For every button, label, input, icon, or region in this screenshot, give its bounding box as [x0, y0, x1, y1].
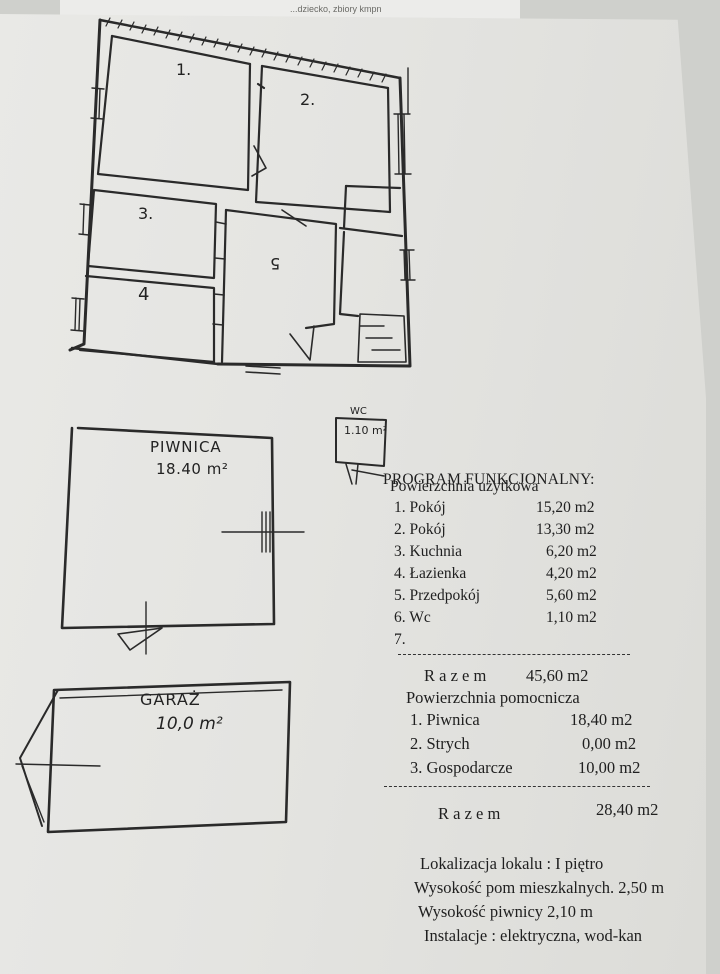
wc-area: 1.10 m²: [344, 424, 388, 437]
program-title: PROGRAM FUNKCJONALNY:: [383, 471, 595, 488]
aux-item-value: 0,00 m2: [582, 734, 637, 753]
usable-item-label: 4. Łazienka: [394, 565, 467, 582]
usable-item-label: 5. Przedpokój: [394, 587, 481, 604]
room-1-label: 1.: [176, 60, 192, 79]
aux-item-label: 1. Piwnica: [410, 710, 480, 729]
floor-plan-drawing: [15, 17, 416, 834]
usable-item-label: 7.: [394, 631, 406, 648]
aux-heading: Powierzchnia pomocnicza: [406, 688, 580, 707]
basement-area: 18.40 m²: [156, 460, 229, 478]
room-2-label: 2.: [300, 90, 316, 109]
height-living-line: Wysokość pom mieszkalnych. 2,50 m: [414, 878, 665, 897]
usable-heading: Powierzchnia użytkowa: [390, 478, 539, 495]
aux-item-label: 3. Gospodarcze: [410, 758, 513, 777]
room-3-label: 3.: [138, 204, 154, 223]
usable-item-label: 2. Pokój: [394, 521, 446, 538]
location-line: Lokalizacja lokalu : I piętro: [420, 854, 604, 873]
usable-item-label: 6. Wc: [394, 609, 431, 626]
usable-item-value: 1,10 m2: [546, 609, 597, 626]
installations-line: Instalacje : elektryczna, wod-kan: [424, 926, 643, 945]
basement-name: PIWNICA: [150, 438, 222, 456]
usable-item-label: 3. Kuchnia: [394, 543, 463, 560]
document-page: 1. 2. 3. 4 5 PIWNICA 18.40 m² WC 1.10 m²…: [0, 14, 706, 974]
garage-name: GARAŻ: [140, 690, 201, 709]
usable-item-value: 4,20 m2: [546, 565, 597, 582]
usable-total-label: R a z e m: [424, 666, 487, 685]
garage-area: 10,0 m²: [156, 714, 223, 734]
room-4-label: 4: [138, 284, 150, 305]
height-basement-line: Wysokość piwnicy 2,10 m: [418, 902, 593, 921]
usable-item-value: 13,30 m2: [536, 521, 595, 538]
aux-item-value: 10,00 m2: [578, 758, 641, 777]
separator-1: [398, 654, 630, 655]
usable-item-value: 15,20 m2: [536, 499, 595, 516]
usable-item-label: 1. Pokój: [394, 499, 446, 516]
room-5-label: 5: [270, 254, 281, 273]
usable-total-value: 45,60 m2: [526, 666, 589, 685]
wc-name: WC: [350, 406, 367, 417]
back-sheet-text: ...dziecko, zbiory kmpn: [290, 4, 382, 14]
usable-item-value: 5,60 m2: [546, 587, 597, 604]
separator-2: [384, 786, 650, 787]
aux-item-value: 18,40 m2: [570, 710, 633, 729]
aux-item-label: 2. Strych: [410, 734, 470, 753]
usable-item-value: 6,20 m2: [546, 543, 597, 560]
aux-total-label: R a z e m: [438, 804, 501, 823]
aux-total-value: 28,40 m2: [596, 800, 659, 819]
